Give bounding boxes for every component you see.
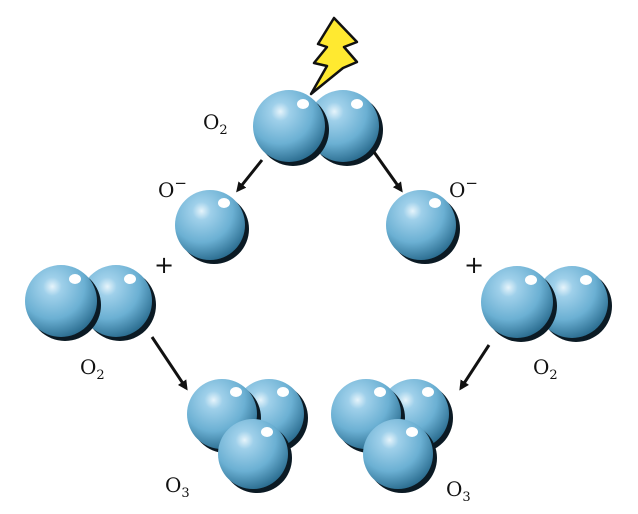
- label-base: O: [446, 477, 463, 501]
- label-superscript: −: [465, 174, 478, 192]
- left-o-ion-label: O−: [158, 174, 187, 202]
- atom: [363, 419, 437, 493]
- right-o2-label: O2: [533, 357, 558, 382]
- atom: [25, 265, 101, 341]
- right-o3-molecule: [331, 379, 453, 493]
- right-o3-label: O3: [446, 479, 471, 504]
- label-base: O: [165, 473, 182, 497]
- atom: [481, 266, 557, 342]
- label-subscript: 2: [96, 368, 105, 383]
- label-subscript: 2: [219, 123, 228, 138]
- right-plus-sign: +: [464, 251, 485, 279]
- label-base: O: [203, 110, 220, 134]
- atom: [218, 419, 292, 493]
- top-o2-label: O2: [203, 112, 228, 137]
- label-base: O: [449, 178, 466, 202]
- arrow-top-to-right-ion: [372, 151, 403, 193]
- left-o2-label: O2: [80, 357, 105, 382]
- atom: [307, 90, 383, 166]
- left-o3-molecule: [187, 379, 308, 493]
- left-o2-molecule: [25, 265, 156, 341]
- right-o2-molecule: [481, 266, 612, 342]
- lightning-bolt-icon: [309, 16, 359, 96]
- label-subscript: 2: [549, 368, 558, 383]
- right-o-ion-label: O−: [449, 174, 478, 202]
- arrow-left-to-o3: [150, 336, 188, 391]
- label-base: O: [80, 355, 97, 379]
- right-o-ion-atom: [386, 190, 460, 264]
- top-o2-molecule: [253, 90, 383, 166]
- left-plus-sign: +: [154, 251, 175, 279]
- atom: [253, 90, 329, 166]
- left-o3-label: O3: [165, 475, 190, 500]
- label-base: O: [533, 355, 550, 379]
- label-subscript: 3: [181, 486, 190, 501]
- arrow-right-to-o3: [459, 344, 491, 391]
- label-subscript: 3: [462, 490, 471, 505]
- label-superscript: −: [174, 174, 187, 192]
- label-base: O: [158, 178, 175, 202]
- left-o-ion-atom: [175, 190, 249, 264]
- arrow-top-to-left-ion: [236, 159, 264, 193]
